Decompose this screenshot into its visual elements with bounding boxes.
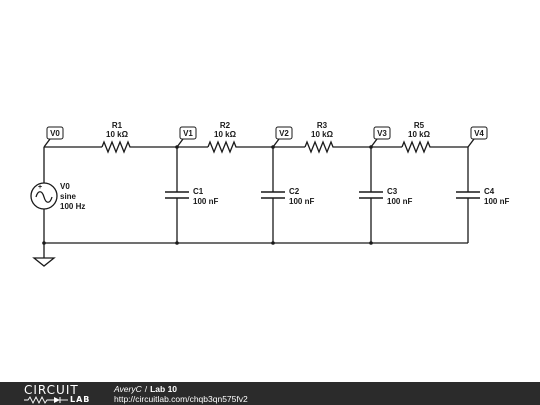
resistor-r1[interactable] [101, 140, 132, 154]
c3-name: C3 [387, 187, 398, 196]
circuitlab-logo[interactable]: CIRCUIT LAB [24, 384, 104, 404]
ground-icon [32, 257, 56, 267]
r5-value: 10 kΩ [408, 130, 431, 139]
logo-wordmark-lab: LAB [70, 395, 91, 404]
resistor-r3[interactable] [304, 140, 335, 154]
capacitor-c2[interactable] [261, 147, 285, 243]
probe-v1[interactable]: V1 [176, 126, 197, 148]
r1-value: 10 kΩ [106, 130, 129, 139]
c2-value: 100 nF [289, 197, 314, 206]
project-title-line: AveryC/Lab 10 [114, 384, 177, 394]
junction-dot [175, 241, 179, 245]
svg-text:V0: V0 [50, 129, 60, 138]
svg-text:V4: V4 [474, 129, 484, 138]
r2-name: R2 [220, 121, 231, 130]
c3-value: 100 nF [387, 197, 412, 206]
logo-circuit-glyph [24, 396, 68, 404]
resistor-r5[interactable] [401, 140, 432, 154]
c2-name: C2 [289, 187, 300, 196]
svg-text:V3: V3 [377, 129, 387, 138]
junction-dot [369, 241, 373, 245]
svg-text:+: + [38, 184, 42, 191]
junction-dot [42, 241, 46, 245]
footer-bar: CIRCUIT LAB AveryC/Lab 10 http://circuit… [0, 382, 540, 405]
svg-text:V1: V1 [183, 129, 193, 138]
junction-dot [271, 241, 275, 245]
r2-value: 10 kΩ [214, 130, 237, 139]
c4-name: C4 [484, 187, 495, 196]
circuit-schematic: + V0 V1 V2 V3 V4 R1 10 kΩ R2 10 kΩ R3 10… [30, 121, 509, 267]
probe-v3[interactable]: V3 [370, 126, 391, 148]
logo-wordmark-top: CIRCUIT [24, 383, 79, 397]
svg-text:V2: V2 [279, 129, 289, 138]
c4-value: 100 nF [484, 197, 509, 206]
project-name[interactable]: Lab 10 [150, 384, 178, 394]
r3-value: 10 kΩ [311, 130, 334, 139]
v0-freq: 100 Hz [60, 202, 85, 211]
c1-value: 100 nF [193, 197, 218, 206]
author-link[interactable]: AveryC [114, 384, 142, 394]
resistor-r2[interactable] [207, 140, 238, 154]
probe-v4[interactable]: V4 [467, 126, 488, 148]
c1-name: C1 [193, 187, 204, 196]
r5-name: R5 [414, 121, 425, 130]
capacitor-c1[interactable] [165, 147, 189, 243]
project-url[interactable]: http://circuitlab.com/chqb3qn575fv2 [114, 394, 248, 404]
v0-name: V0 [60, 182, 70, 191]
r3-name: R3 [317, 121, 328, 130]
capacitor-c3[interactable] [359, 147, 383, 243]
v0-kind: sine [60, 192, 77, 201]
r1-name: R1 [112, 121, 123, 130]
title-separator: / [144, 384, 148, 394]
sine-source-v0[interactable]: + [30, 182, 58, 210]
capacitor-c4[interactable] [456, 147, 480, 243]
probe-v2[interactable]: V2 [272, 126, 293, 148]
probe-v0[interactable]: V0 [43, 126, 64, 148]
